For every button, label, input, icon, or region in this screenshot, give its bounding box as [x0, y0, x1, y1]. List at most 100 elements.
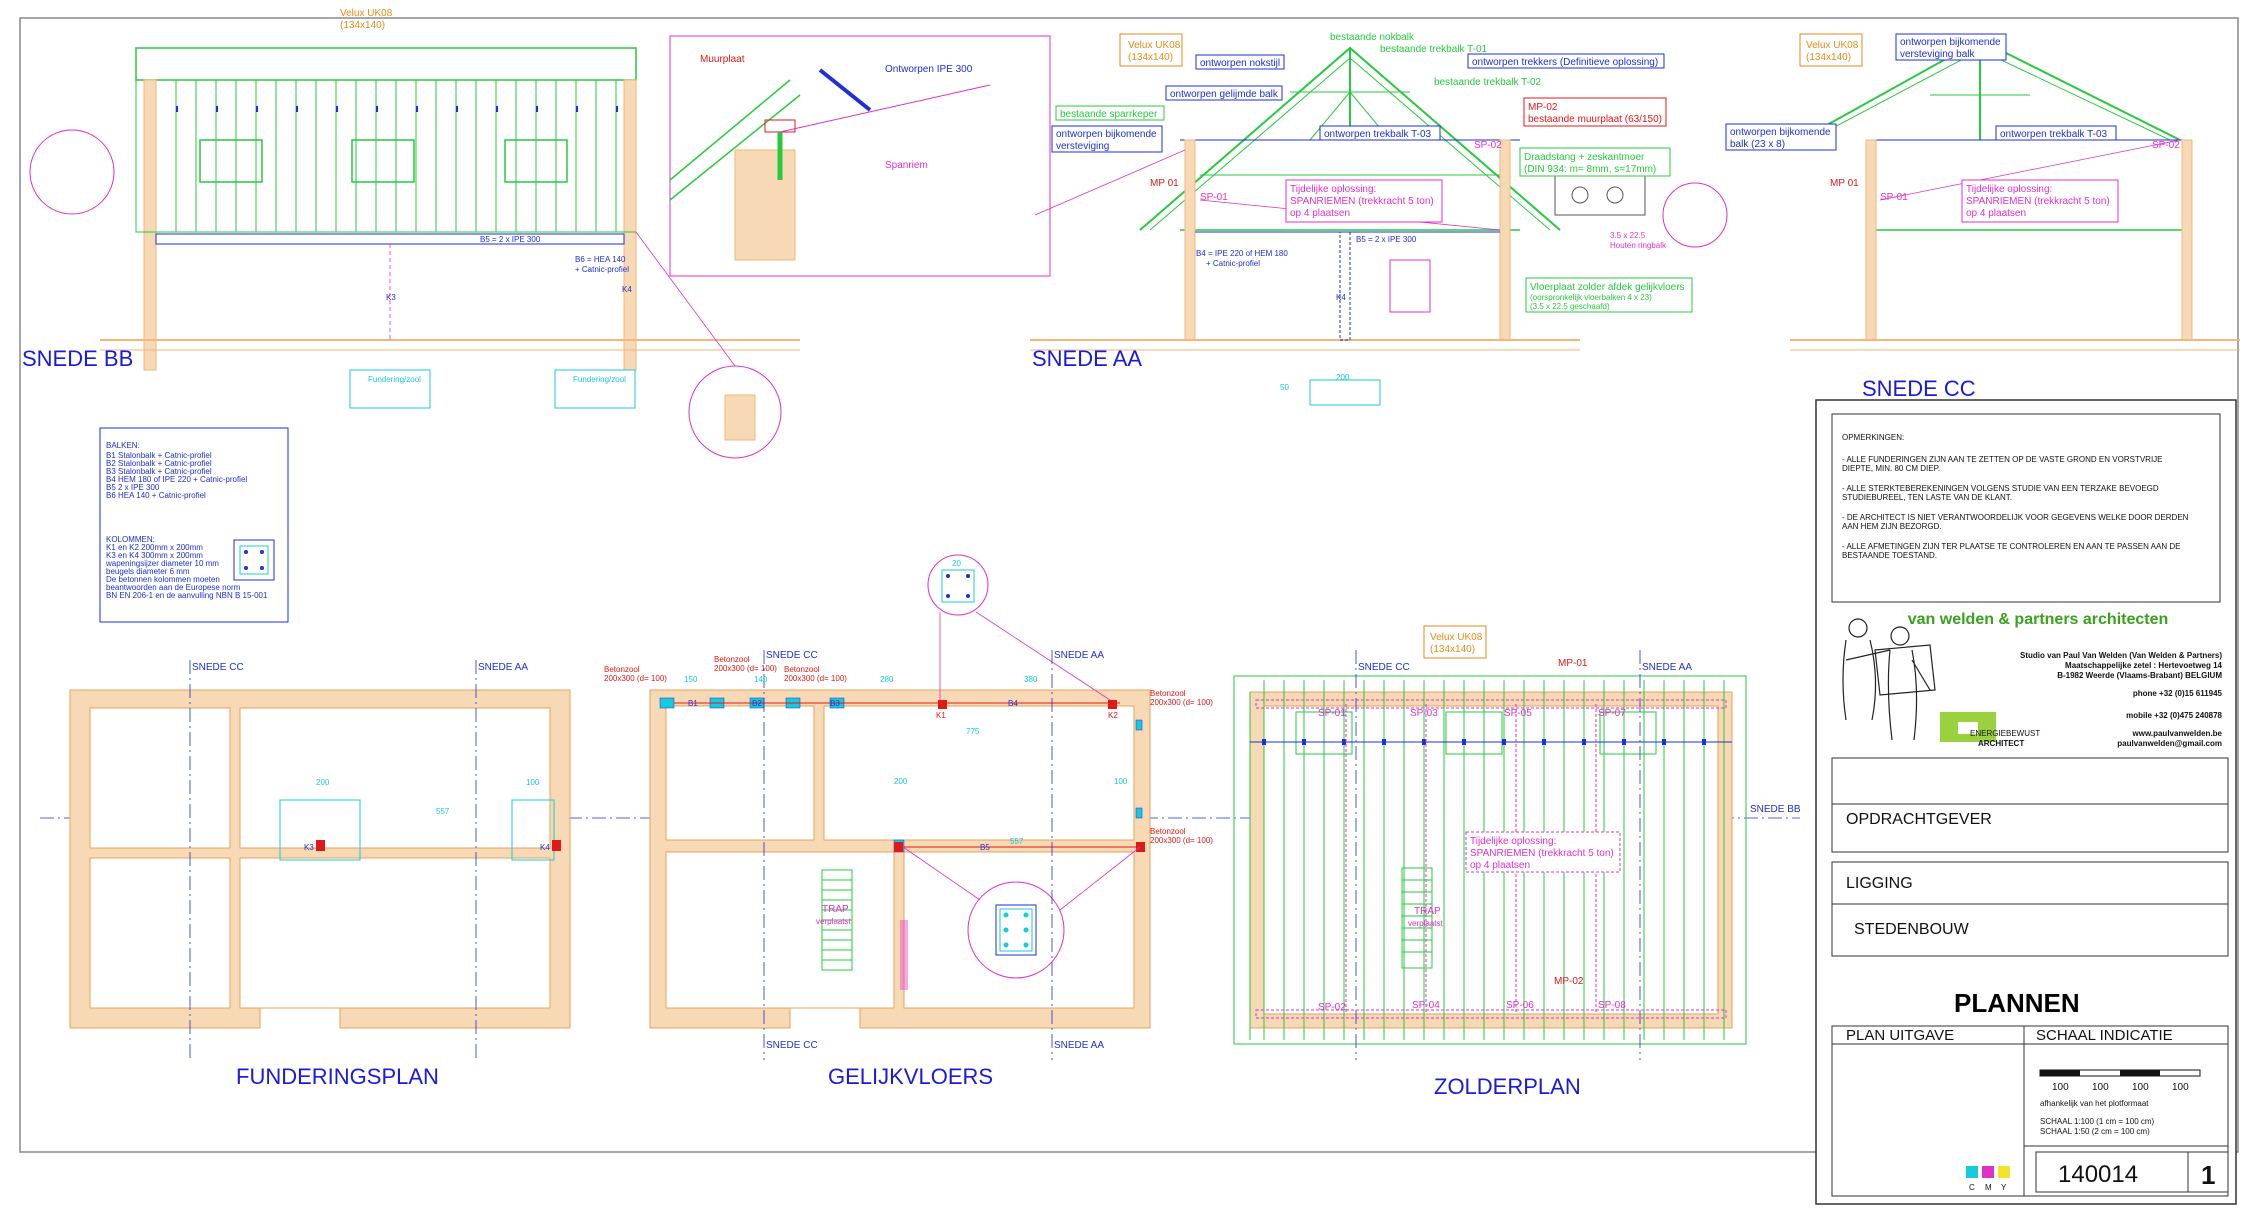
ringbalk-2: Houten ringbalk [1610, 241, 1667, 250]
versteviging-aa-2: versteviging [1056, 141, 1109, 152]
firm-name: van welden & partners architecten [1908, 611, 2169, 628]
tijdelijk-cc-2: SPANRIEMEN (trekkracht 5 ton) [1966, 196, 2110, 207]
legend-balk-6: B6 HEA 140 + Catnic-profiel [106, 491, 206, 500]
tijdelijk-cc-1: Tijdelijke oplossing: [1966, 184, 2052, 195]
legend-kolom-6: beantwoorden aan de Europese norm [106, 583, 241, 592]
opmerking-1: - ALLE FUNDERINGEN ZIJN AAN TE ZETTEN OP… [1842, 455, 2163, 464]
plan-fundering: SNEDE CC SNEDE AA 200 100 557 K3 K4 FUND… [69, 660, 571, 1089]
cmy-c: C [1969, 1183, 1975, 1192]
cmy-swatches [1966, 1166, 2010, 1178]
legend-kolom-1: K1 en K2 200mm x 200mm [106, 543, 203, 552]
sheet-border [19, 17, 2239, 1153]
legend-balk-3: B3 Stalonbalk + Catnic-profiel [106, 467, 212, 476]
ligging-label: LIGGING [1846, 875, 1913, 892]
gv-b4: B4 [1008, 699, 1018, 708]
gv-k2: K2 [1108, 711, 1118, 720]
firm-mobile: mobile +32 (0)475 240878 [2126, 711, 2222, 720]
vloer-1: Vloerplaat zolder afdek gelijkvloers [1530, 282, 1685, 293]
schaal-1-label: SCHAAL 1:100 (1 cm = 100 cm) [2040, 1117, 2155, 1126]
opmerking-8: BESTAANDE TOESTAND. [1842, 551, 1937, 560]
draadstang-2: (DIN 934: m= 8mm, s=17mm) [1524, 164, 1656, 175]
schaal-2-label: SCHAAL 1:50 (2 cm = 100 cm) [2040, 1127, 2150, 1136]
trekkers-label: ontworpen trekkers (Definitieve oplossin… [1472, 57, 1658, 68]
sparkeper-label: bestaande sparrkeper [1060, 109, 1158, 120]
zolder-trap-2: verplaatst [1408, 919, 1443, 928]
fund-k3: K3 [304, 843, 314, 852]
tijdelijk-cc-3: op 4 plaatsen [1966, 208, 2026, 219]
trekbalk-t03-cc: ontworpen trekbalk T-03 [2000, 129, 2108, 140]
section-title-bb: SNEDE BB [22, 346, 133, 371]
fund-dim-200: 200 [316, 778, 330, 787]
zolder-sp07: SP-07 [1598, 708, 1626, 719]
opmerking-7: - ALLE AFMETINGEN ZIJN TER PLAATSE TE CO… [1842, 542, 2180, 551]
zolder-velux-size: (134x140) [1430, 644, 1475, 655]
zolder-tijdelijk-1: Tijdelijke oplossing: [1470, 836, 1556, 847]
legend-balk-1: B1 Stalonbalk + Catnic-profiel [106, 451, 212, 460]
column-k3-label: K3 [386, 293, 396, 302]
section-bb: Velux UK08 (134x140) B5 = 2 x IPE 300 B6… [22, 8, 800, 459]
zolder-tijdelijk-2: SPANRIEMEN (trekkracht 5 ton) [1470, 848, 1614, 859]
plannen-title: PLANNEN [1954, 988, 2080, 1018]
sheet-number: 1 [2201, 1160, 2215, 1190]
dim-50-aa: 50 [1280, 383, 1289, 392]
opmerking-5: - DE ARCHITECT IS NIET VERANTWOORDELIJK … [1842, 513, 2189, 522]
aa-labels: Velux UK08 (134x140) ontworpen nokstijl … [1051, 32, 1693, 392]
gv-betonzool-2b: 200x300 (d= 100) [714, 664, 777, 673]
velux-size-cc: (134x140) [1806, 52, 1851, 63]
zolder-sp04: SP-04 [1412, 1000, 1440, 1011]
zolder-trap: TRAP [1414, 906, 1441, 917]
legend-kolom-5: De betonnen kolommen moeten [106, 575, 220, 584]
dim-200-aa: 200 [1336, 373, 1350, 382]
section-aa: Velux UK08 (134x140) ontworpen nokstijl … [1030, 32, 1728, 406]
energie-label-1: ENERGIEBEWUST [1970, 729, 2040, 738]
velux-label-cc: Velux UK08 [1806, 40, 1859, 51]
legend-kolom-3: wapeningsijzer diameter 10 mm [105, 559, 219, 568]
gv-dim-200: 200 [894, 777, 908, 786]
detail-muurplaat: Muurplaat Ontworpen IPE 300 Spanriem [669, 35, 1051, 277]
gv-dim-150: 150 [684, 675, 698, 684]
zolder-sp05: SP-05 [1504, 708, 1532, 719]
gv-betonzool-5b: 200x300 (d= 100) [1150, 836, 1213, 845]
fund-dim-557: 557 [436, 807, 450, 816]
legend-balk-2: B2 Stalonbalk + Catnic-profiel [106, 459, 212, 468]
sp02-aa-label: SP-02 [1474, 140, 1502, 151]
opmerkingen-title: OPMERKINGEN: [1842, 433, 1904, 442]
plan-uitgave-label: PLAN UITGAVE [1846, 1027, 1954, 1044]
title-block: OPMERKINGEN: - ALLE FUNDERINGEN ZIJN AAN… [1815, 399, 2237, 1205]
stedenbouw-label: STEDENBOUW [1854, 921, 1970, 938]
fund-snede-aa: SNEDE AA [478, 662, 528, 673]
gv-k1: K1 [936, 711, 946, 720]
opmerking-3: - ALLE STERKTEBEREKENINGEN VOLGENS STUDI… [1842, 484, 2159, 493]
gv-dim-140: 140 [754, 675, 768, 684]
opmerking-2: DIEPTE, MIN. 80 CM DIEP. [1842, 464, 1940, 473]
gv-dim-775: 775 [966, 727, 980, 736]
beam-b5-label: B5 = 2 x IPE 300 [480, 235, 541, 244]
section-cc: Velux UK08 (134x140) ontworpen bijkomend… [1725, 33, 2240, 401]
versteviging-cc-2: versteviging balk [1900, 49, 1975, 60]
mp01-aa-label: MP 01 [1150, 178, 1179, 189]
column-section-icon [233, 539, 275, 581]
gv-betonzool-1b: 200x300 (d= 100) [604, 674, 667, 683]
gv-betonzool-2: Betonzool [714, 655, 750, 664]
zolder-velux: Velux UK08 [1430, 632, 1483, 643]
foot-label-1: Fundering/zool [368, 375, 421, 384]
tijdelijk-aa-2: SPANRIEMEN (trekkracht 5 ton) [1290, 196, 1434, 207]
gv-trap: TRAP [822, 904, 849, 915]
schaal-indicatie-label: SCHAAL INDICATIE [2036, 1027, 2173, 1044]
opdrachtgever-label: OPDRACHTGEVER [1846, 811, 1992, 828]
zolder-tijdelijk-3: op 4 plaatsen [1470, 860, 1530, 871]
beam-b6-label: B6 = HEA 140 [575, 255, 626, 264]
legend-balk-4: B4 HEM 180 of IPE 220 + Catnic-profiel [106, 475, 247, 484]
firm-line-2: Maatschappelijke zetel : Hertevoetweg 14 [2065, 661, 2223, 670]
zolder-mp02: MP-02 [1554, 976, 1584, 987]
tijdelijk-aa-1: Tijdelijke oplossing: [1290, 184, 1376, 195]
firm-email: paulvanwelden@gmail.com [2117, 739, 2222, 748]
gv-betonzool-5: Betonzool [1150, 827, 1186, 836]
scale-tick-2: 100 [2092, 1082, 2109, 1093]
balk-cc-1: ontworpen bijkomende [1730, 127, 1831, 138]
detail-spanriem-label: Spanriem [885, 160, 928, 171]
gv-snede-aa-bottom: SNEDE AA [1054, 1040, 1104, 1051]
tijdelijk-aa-3: op 4 plaatsen [1290, 208, 1350, 219]
vloer-3: (3.5 x 22.5 geschaafd) [1530, 302, 1610, 311]
gv-betonzool-1: Betonzool [604, 665, 640, 674]
